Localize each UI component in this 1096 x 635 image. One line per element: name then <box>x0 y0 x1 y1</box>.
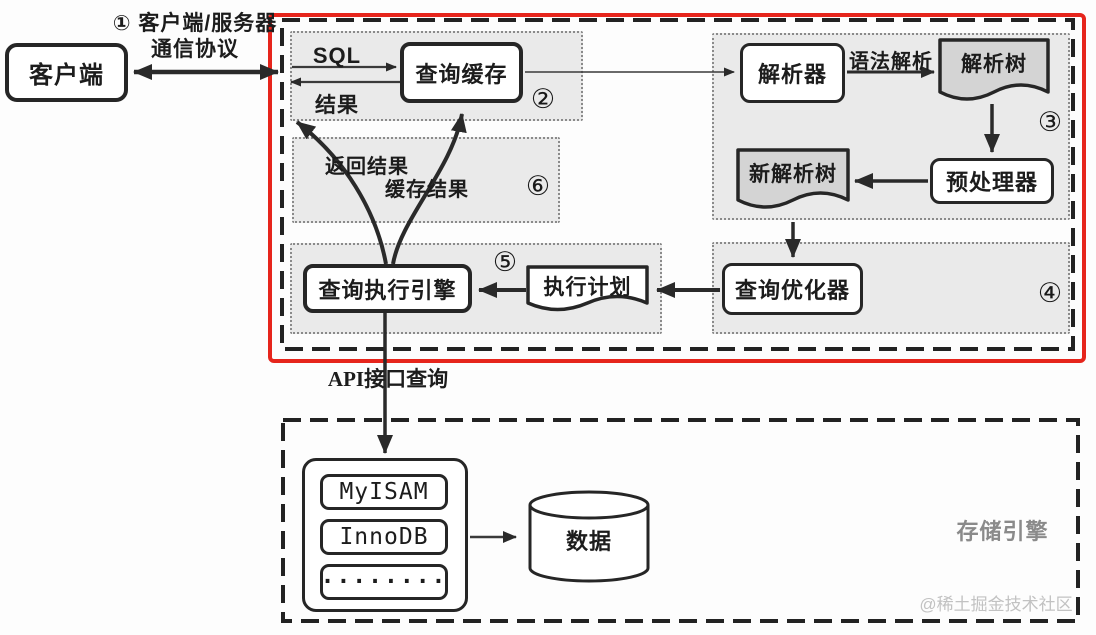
protocol-label-line2: 通信协议 <box>151 38 239 61</box>
engine-innodb: InnoDB <box>320 519 448 555</box>
protocol-label-line1: ① 客户端/服务器 <box>112 12 278 35</box>
api-query-label: API接口查询 <box>327 367 449 391</box>
parser-label: 解析器 <box>757 62 827 87</box>
parser-node: 解析器 <box>740 43 845 103</box>
cache-result-label: 缓存结果 <box>385 178 469 201</box>
parse-tree-label: 解析树 <box>961 53 1027 76</box>
server-red-frame <box>268 13 1086 363</box>
new-parse-tree-label: 新解析树 <box>749 163 837 186</box>
step-badge-3: ③ <box>1037 106 1063 137</box>
return-result-label: 返回结果 <box>325 155 409 178</box>
query-optimizer-label: 查询优化器 <box>734 278 850 303</box>
syntax-parse-label: 语法解析 <box>849 50 933 73</box>
preprocessor-node: 预处理器 <box>930 158 1054 204</box>
step-badge-4: ④ <box>1037 277 1063 308</box>
storage-section-label: 存储引擎 <box>956 519 1049 544</box>
data-cylinder-top <box>528 490 650 520</box>
query-execution-engine-node: 查询执行引擎 <box>303 264 472 313</box>
engine-myisam: MyISAM <box>320 474 448 510</box>
watermark-text: @稀土掘金技术社区 <box>919 594 1073 614</box>
engine-others-label: ········ <box>320 569 448 595</box>
query-cache-label: 查询缓存 <box>415 61 508 87</box>
data-label: 数据 <box>565 529 612 554</box>
step-badge-5: ⑤ <box>492 246 518 277</box>
sql-label: SQL <box>312 43 362 68</box>
step-badge-2: ② <box>530 83 556 114</box>
client-label: 客户端 <box>29 62 104 89</box>
engine-innodb-label: InnoDB <box>339 524 429 550</box>
preprocessor-label: 预处理器 <box>945 170 1038 195</box>
client-node: 客户端 <box>5 43 128 102</box>
step-badge-6: ⑥ <box>525 170 551 201</box>
engine-others: ········ <box>320 564 448 600</box>
query-execution-engine-label: 查询执行引擎 <box>318 277 457 303</box>
query-optimizer-node: 查询优化器 <box>722 263 863 315</box>
execution-plan-label: 执行计划 <box>543 276 632 299</box>
query-cache-node: 查询缓存 <box>400 42 523 103</box>
result-label: 结果 <box>315 94 359 117</box>
engine-myisam-label: MyISAM <box>339 479 429 505</box>
